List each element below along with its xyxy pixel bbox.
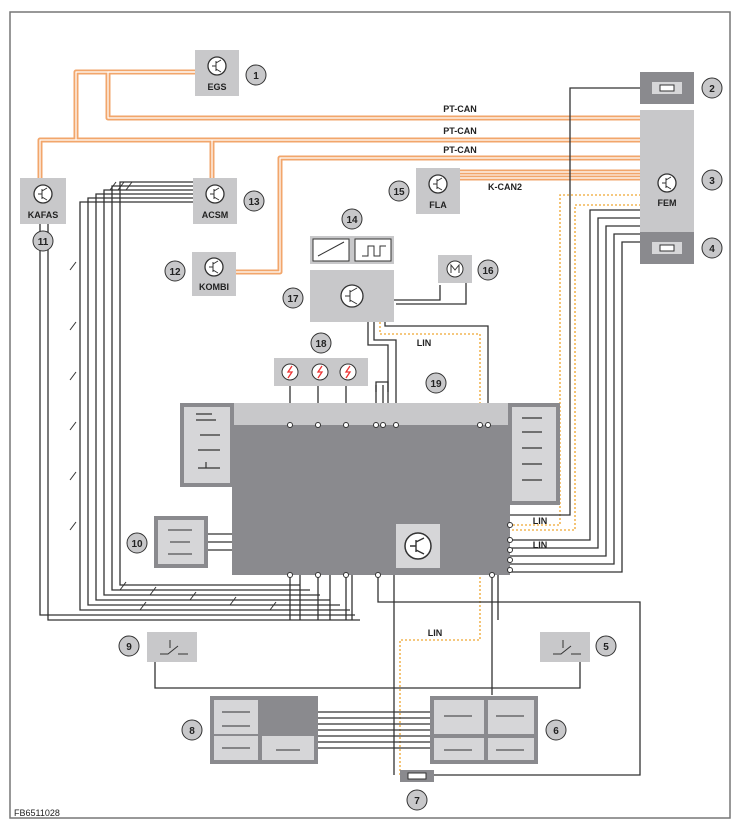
kafas-label: KAFAS — [28, 210, 59, 220]
switch-9 — [147, 632, 197, 662]
fem-label: FEM — [658, 198, 677, 208]
harness-marks — [69, 181, 277, 611]
lin-bus — [379, 194, 640, 775]
central-module — [180, 403, 560, 578]
callouts: 1 2 3 4 5 6 7 8 9 10 11 12 13 14 15 16 1… — [32, 64, 723, 811]
fla-module — [416, 168, 460, 214]
module-6 — [430, 696, 538, 764]
k-can2-label: K-CAN2 — [488, 182, 522, 192]
callout-15: 15 — [388, 180, 410, 202]
callout-4: 4 — [701, 237, 723, 259]
transistor-icon — [33, 184, 53, 204]
svg-text:16: 16 — [482, 266, 494, 277]
transistor-icon — [657, 173, 677, 193]
transistor-icon — [428, 174, 448, 194]
svg-text:6: 6 — [553, 726, 559, 737]
svg-text:1: 1 — [253, 71, 259, 82]
module-17 — [310, 270, 394, 322]
pt-can-label-1: PT-CAN — [443, 104, 477, 114]
acsm-label: ACSM — [202, 210, 229, 220]
diagram-frame — [9, 11, 731, 819]
svg-text:15: 15 — [393, 187, 405, 198]
callout-1: 1 — [245, 64, 267, 86]
fuse-2 — [640, 72, 694, 104]
egs-module — [195, 50, 239, 96]
callout-10: 10 — [126, 532, 148, 554]
heater-group-18 — [274, 358, 368, 386]
kafas-module — [20, 178, 66, 224]
svg-text:9: 9 — [126, 642, 132, 653]
transistor-icon — [204, 257, 224, 277]
switch-icon — [196, 413, 542, 481]
sensor-group-14 — [310, 236, 394, 264]
svg-text:13: 13 — [248, 197, 260, 208]
svg-text:4: 4 — [709, 244, 715, 255]
callout-8: 8 — [181, 719, 203, 741]
figure-code: FB6511028 — [14, 808, 60, 818]
svg-text:14: 14 — [346, 215, 358, 226]
callout-3: 3 — [701, 169, 723, 191]
callout-2: 2 — [701, 77, 723, 99]
svg-text:18: 18 — [315, 339, 327, 350]
fuse-7 — [400, 770, 434, 782]
egs-label: EGS — [207, 82, 226, 92]
callout-5: 5 — [595, 635, 617, 657]
module-10 — [154, 516, 208, 568]
lin-label-bottom: LIN — [428, 628, 443, 638]
pt-can-label-2: PT-CAN — [443, 126, 477, 136]
svg-text:10: 10 — [131, 539, 143, 550]
callout-12: 12 — [164, 260, 186, 282]
transistor-icon — [404, 532, 432, 560]
callout-9: 9 — [118, 635, 140, 657]
callout-17: 17 — [282, 287, 304, 309]
callout-7: 7 — [406, 789, 428, 811]
lin-label-17: LIN — [417, 338, 432, 348]
svg-text:11: 11 — [38, 237, 49, 248]
fla-label: FLA — [429, 200, 447, 210]
svg-text:19: 19 — [430, 379, 442, 390]
svg-text:12: 12 — [169, 267, 181, 278]
transistor-icon — [207, 56, 227, 76]
switch-5 — [540, 632, 590, 662]
transistor-icon — [205, 184, 225, 204]
kombi-label: KOMBI — [199, 282, 229, 292]
svg-text:17: 17 — [287, 294, 299, 305]
motor-16 — [438, 255, 472, 283]
svg-text:5: 5 — [603, 642, 609, 653]
motor-icon — [446, 260, 464, 278]
transistor-icon — [340, 284, 364, 308]
callout-19: 19 — [425, 372, 447, 394]
fem-module — [640, 110, 694, 264]
pt-can-label-3: PT-CAN — [443, 145, 477, 155]
lin-label-fem-1: LIN — [533, 516, 548, 526]
acsm-module — [193, 178, 237, 224]
callout-14: 14 — [341, 208, 363, 230]
svg-text:7: 7 — [414, 796, 420, 807]
module-8 — [210, 696, 318, 764]
callout-18: 18 — [310, 332, 332, 354]
callout-13: 13 — [243, 190, 265, 212]
callout-11: 11 — [32, 230, 54, 252]
callout-6: 6 — [545, 719, 567, 741]
callout-16: 16 — [477, 259, 499, 281]
lin-label-fem-2: LIN — [533, 540, 548, 550]
svg-text:8: 8 — [189, 726, 195, 737]
svg-text:3: 3 — [709, 176, 715, 187]
kombi-module — [192, 252, 236, 296]
svg-text:2: 2 — [709, 84, 715, 95]
